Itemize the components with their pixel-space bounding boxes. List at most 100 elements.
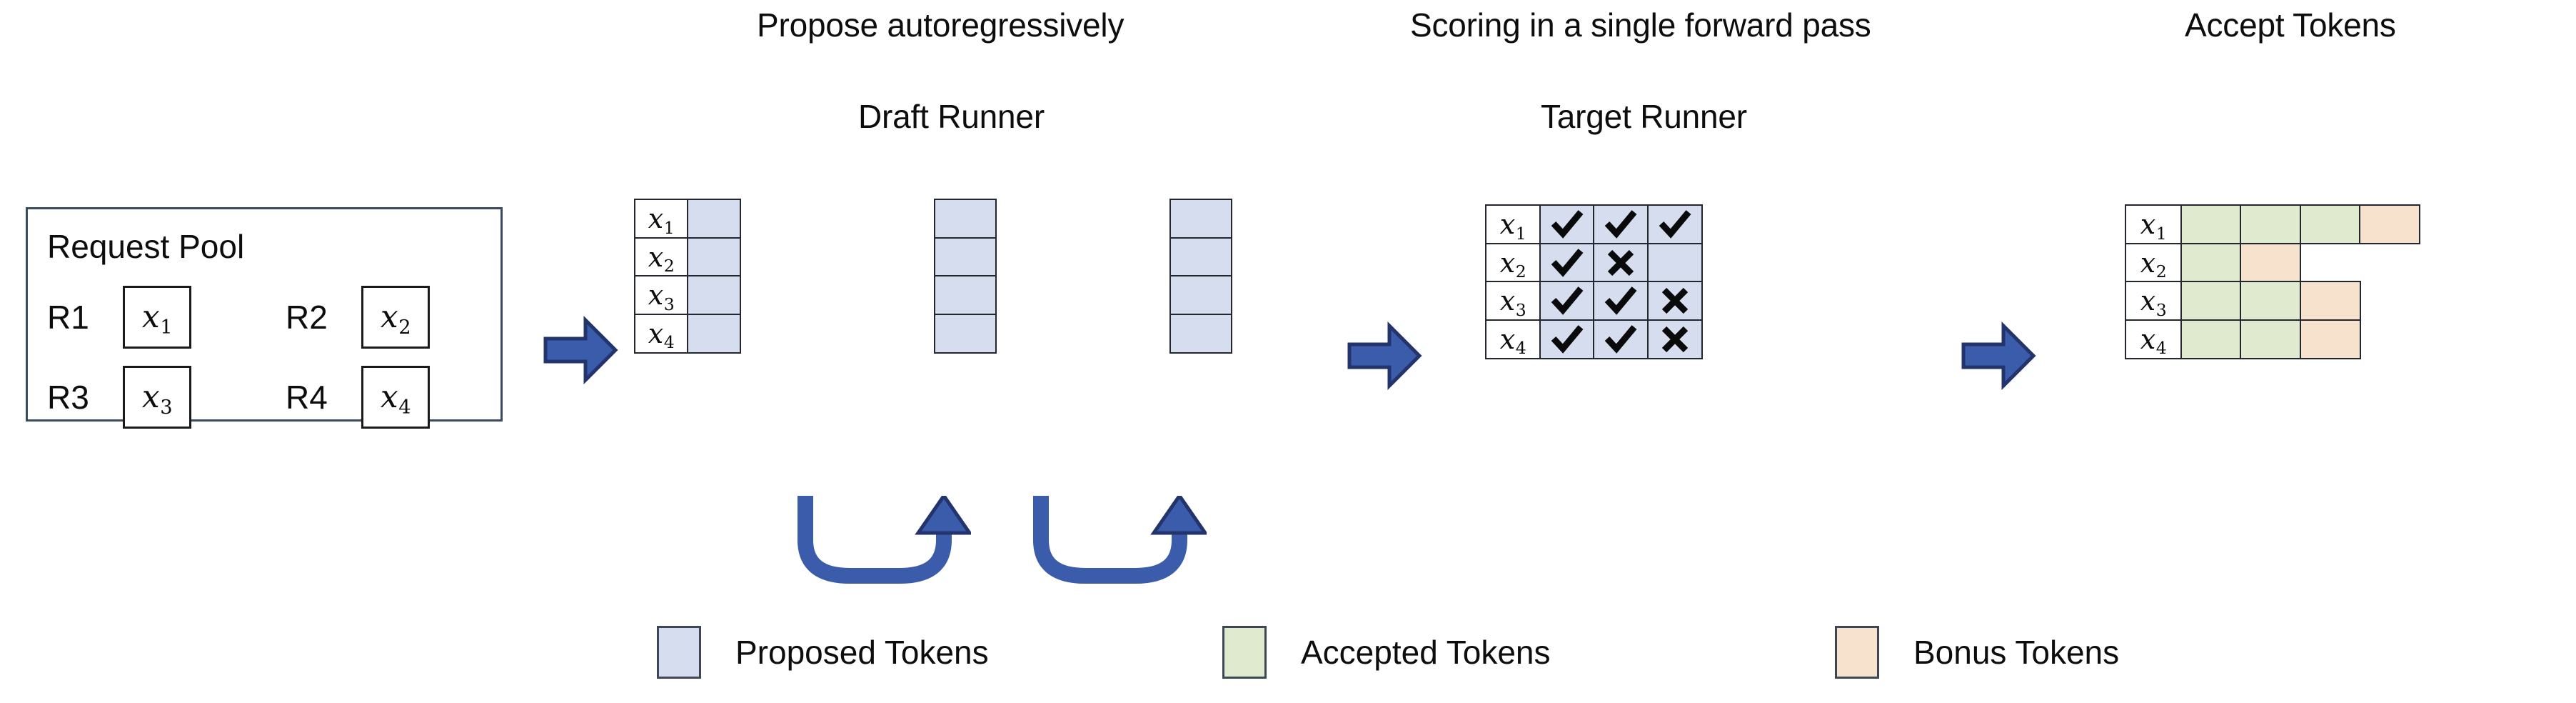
target-row-x1: x1: [1485, 204, 1703, 244]
draft-proposed-cell: [934, 199, 997, 239]
accept-row-x3: x3: [2125, 281, 2420, 321]
accept-row-label-x4: x4: [2125, 319, 2182, 359]
target-cell-cross: [1646, 281, 1703, 321]
draft-loop-arrow-2-icon: [1028, 492, 1209, 607]
request-item-r1: R1 x1: [47, 286, 191, 349]
target-cell-check: [1539, 281, 1595, 321]
token-label-x3: x3: [141, 379, 173, 419]
token-label-x2: x2: [380, 299, 411, 339]
draft-row-label-x3: x3: [634, 275, 688, 315]
check-icon: [1551, 248, 1584, 277]
accept-cell-bonus: [2359, 204, 2420, 244]
draft-row-3: [1169, 275, 1232, 315]
legend-item-proposed: Proposed Tokens: [657, 626, 989, 679]
accept-cell-accepted: [2180, 204, 2242, 244]
token-label-x4: x4: [380, 379, 411, 419]
draft-proposed-cell: [1169, 275, 1232, 315]
accept-row-x1: x1: [2125, 204, 2420, 244]
draft-row-label-x1: x1: [634, 199, 688, 239]
accept-cell-accepted: [2240, 319, 2301, 359]
legend-label-accepted: Accepted Tokens: [1301, 634, 1551, 671]
accept-cell-empty: [2300, 243, 2361, 283]
stage-arrow-1-icon: [541, 314, 620, 386]
accept-cell-empty: [2359, 243, 2420, 283]
check-icon: [1604, 324, 1637, 354]
accept-row-label-x2: x2: [2125, 242, 2182, 283]
target-cell-cross: [1593, 242, 1649, 283]
target-cell-check: [1539, 319, 1595, 359]
target-row-x4: x4: [1485, 319, 1703, 359]
draft-row-2: [1169, 236, 1232, 277]
target-row-label-x2: x2: [1485, 242, 1541, 283]
accept-cell-bonus: [2299, 319, 2361, 359]
legend-item-accepted: Accepted Tokens: [1222, 626, 1551, 679]
draft-runner-step-3: [1169, 199, 1232, 354]
token-label-x1: x1: [141, 299, 173, 339]
accept-cell-bonus: [2299, 281, 2361, 321]
heading-scoring-single-forward-pass: Scoring in a single forward pass: [1410, 6, 1871, 44]
heading-draft-runner: Draft Runner: [858, 98, 1045, 135]
draft-loop-arrow-1-icon: [793, 492, 973, 607]
target-cell-check: [1593, 204, 1649, 244]
cross-icon: [1661, 286, 1689, 315]
request-token-box-r4: x4: [361, 366, 430, 429]
legend-swatch-proposed: [657, 626, 701, 679]
accept-cell-accepted: [2240, 204, 2301, 244]
target-row-x3: x3: [1485, 281, 1703, 321]
draft-row-1: x1: [634, 199, 741, 239]
draft-proposed-cell: [686, 199, 741, 239]
stage-arrow-2-icon: [1345, 320, 1424, 392]
accept-cell-empty: [2359, 319, 2420, 359]
legend-swatch-accepted: [1222, 626, 1267, 679]
target-row-label-x4: x4: [1485, 319, 1541, 359]
target-row-x2: x2: [1485, 242, 1703, 283]
accept-row-x2: x2: [2125, 242, 2420, 283]
target-row-label-x3: x3: [1485, 281, 1541, 321]
draft-row-3: [934, 275, 997, 315]
draft-proposed-cell: [686, 275, 741, 315]
check-icon: [1551, 286, 1584, 315]
draft-proposed-cell: [1169, 236, 1232, 277]
request-pool-title: Request Pool: [47, 228, 245, 265]
target-row-label-x1: x1: [1485, 204, 1541, 244]
request-label-r2: R2: [286, 299, 328, 336]
check-icon: [1604, 210, 1637, 239]
check-icon: [1604, 286, 1637, 315]
heading-propose-autoregressively: Propose autoregressively: [757, 6, 1125, 44]
draft-runner-step-2: [934, 199, 997, 354]
draft-runner-step-1: x1 x2 x3 x4: [634, 199, 741, 354]
draft-row-3: x3: [634, 275, 741, 315]
draft-proposed-cell: [934, 275, 997, 315]
request-token-box-r3: x3: [123, 366, 191, 429]
target-cell-empty: [1646, 242, 1703, 283]
legend-label-proposed: Proposed Tokens: [735, 634, 989, 671]
request-label-r4: R4: [286, 379, 328, 416]
request-item-r2: R2 x2: [286, 286, 430, 349]
accept-cell-accepted: [2180, 281, 2242, 321]
target-cell-cross: [1646, 319, 1703, 359]
request-item-r4: R4 x4: [286, 366, 430, 429]
draft-row-2: x2: [634, 236, 741, 277]
cross-icon: [1606, 249, 1635, 277]
accept-row-label-x1: x1: [2125, 204, 2182, 244]
draft-proposed-cell: [1169, 313, 1232, 354]
accept-cell-accepted: [2180, 242, 2242, 283]
accept-cell-accepted: [2240, 281, 2301, 321]
accept-tokens-grid: x1 x2 x3: [2125, 204, 2420, 359]
request-token-box-r1: x1: [123, 286, 191, 349]
legend-swatch-bonus: [1835, 626, 1879, 679]
draft-row-4: x4: [634, 313, 741, 354]
legend: Proposed Tokens Accepted Tokens Bonus To…: [0, 616, 2576, 694]
accept-cell-empty: [2359, 281, 2420, 321]
stage-arrow-3-icon: [1959, 320, 2038, 392]
draft-proposed-cell: [1169, 199, 1232, 239]
request-item-r3: R3 x3: [47, 366, 191, 429]
draft-row-2: [934, 236, 997, 277]
accept-row-x4: x4: [2125, 319, 2420, 359]
heading-accept-tokens: Accept Tokens: [2185, 6, 2396, 44]
draft-row-label-x4: x4: [634, 313, 688, 354]
accept-row-label-x3: x3: [2125, 281, 2182, 321]
request-token-box-r2: x2: [361, 286, 430, 349]
check-icon: [1551, 210, 1584, 239]
